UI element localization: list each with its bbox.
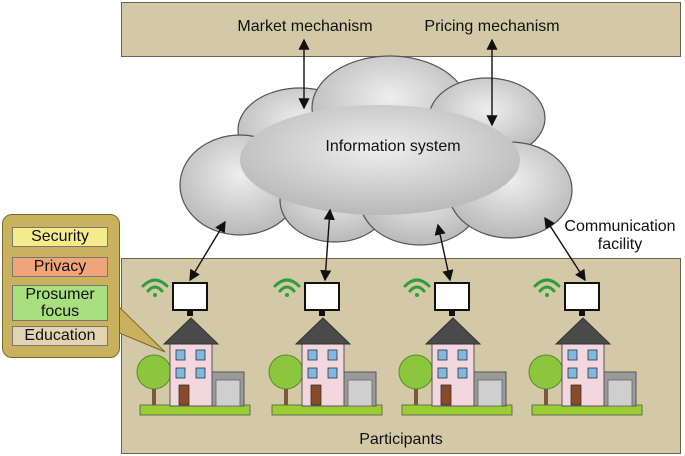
- monitor-icon: [564, 282, 600, 311]
- house-roof: [554, 317, 612, 345]
- wifi-dot: [285, 293, 289, 297]
- house-window: [327, 349, 338, 361]
- market-mechanism-label: Market mechanism: [237, 18, 373, 35]
- wifi-arc: [278, 285, 296, 293]
- garage-door: [347, 379, 373, 407]
- communication-line-1: Communication: [564, 218, 676, 235]
- house-window: [587, 367, 598, 379]
- house-roof: [162, 317, 220, 345]
- wifi-arc: [403, 278, 431, 288]
- garage-door: [215, 379, 241, 407]
- house-window: [175, 367, 186, 379]
- house-window: [567, 367, 578, 379]
- house-roof: [294, 317, 352, 345]
- information-system-label: Information system: [325, 138, 461, 155]
- participants-label: Participants: [359, 431, 443, 448]
- wifi-icon: [141, 278, 169, 297]
- house-window: [457, 349, 468, 361]
- security-tag: Security: [12, 227, 108, 247]
- house-arrow-2: [320, 208, 335, 282]
- garage-door: [607, 379, 633, 407]
- house-window: [437, 367, 448, 379]
- wifi-arc: [273, 278, 301, 288]
- house-door: [570, 384, 582, 406]
- prosumer-focus-tag: Prosumer focus: [12, 285, 108, 321]
- house-door: [310, 384, 322, 406]
- garage-door: [477, 379, 503, 407]
- tree-trunk: [284, 380, 288, 405]
- monitor-icon: [304, 282, 340, 311]
- house-window: [567, 349, 578, 361]
- house-3: [398, 278, 513, 416]
- house-door: [440, 384, 452, 406]
- house-arrow-1: [189, 220, 226, 282]
- monitor-stand: [449, 310, 455, 316]
- education-tag: Education: [12, 326, 108, 346]
- house-4: [528, 278, 643, 416]
- house-roof: [424, 317, 482, 345]
- house-window: [307, 367, 318, 379]
- tree-trunk: [544, 380, 548, 405]
- wifi-arc: [141, 278, 169, 288]
- wifi-arc: [146, 285, 164, 293]
- monitor-stand: [579, 310, 585, 316]
- tree-trunk: [152, 380, 156, 405]
- house-window: [307, 349, 318, 361]
- house-window: [587, 349, 598, 361]
- tree-crown: [398, 354, 434, 390]
- house-door: [178, 384, 190, 406]
- wifi-icon: [403, 278, 431, 297]
- communication-line-2: facility: [597, 236, 643, 253]
- houses-group: [136, 278, 643, 416]
- wifi-arc: [533, 278, 561, 288]
- wifi-icon: [533, 278, 561, 297]
- concerns-callout: Security Privacy Prosumer focus Educatio…: [2, 214, 120, 358]
- communication-facility-label: Communication facility: [564, 218, 675, 254]
- tree-crown: [268, 354, 304, 390]
- wifi-dot: [545, 293, 549, 297]
- market-layer-panel: [121, 2, 681, 57]
- monitor-stand: [319, 310, 325, 316]
- house-arrow-4: [544, 216, 586, 282]
- wifi-dot: [415, 293, 419, 297]
- monitor-icon: [434, 282, 470, 311]
- wifi-arc: [538, 285, 556, 293]
- monitor-icon: [172, 282, 208, 311]
- house-arrow-3: [434, 223, 454, 282]
- tree-crown: [136, 354, 172, 390]
- wifi-icon: [273, 278, 301, 297]
- house-1: [136, 278, 251, 416]
- wifi-dot: [153, 293, 157, 297]
- house-2: [268, 278, 383, 416]
- house-window: [195, 349, 206, 361]
- monitor-stand: [187, 310, 193, 316]
- privacy-tag: Privacy: [12, 257, 108, 277]
- tree-crown: [528, 354, 564, 390]
- pricing-mechanism-label: Pricing mechanism: [424, 18, 560, 35]
- house-window: [175, 349, 186, 361]
- house-window: [195, 367, 206, 379]
- wifi-arc: [408, 285, 426, 293]
- tree-trunk: [414, 380, 418, 405]
- information-cloud: [179, 55, 573, 246]
- house-window: [457, 367, 468, 379]
- house-window: [437, 349, 448, 361]
- house-window: [327, 367, 338, 379]
